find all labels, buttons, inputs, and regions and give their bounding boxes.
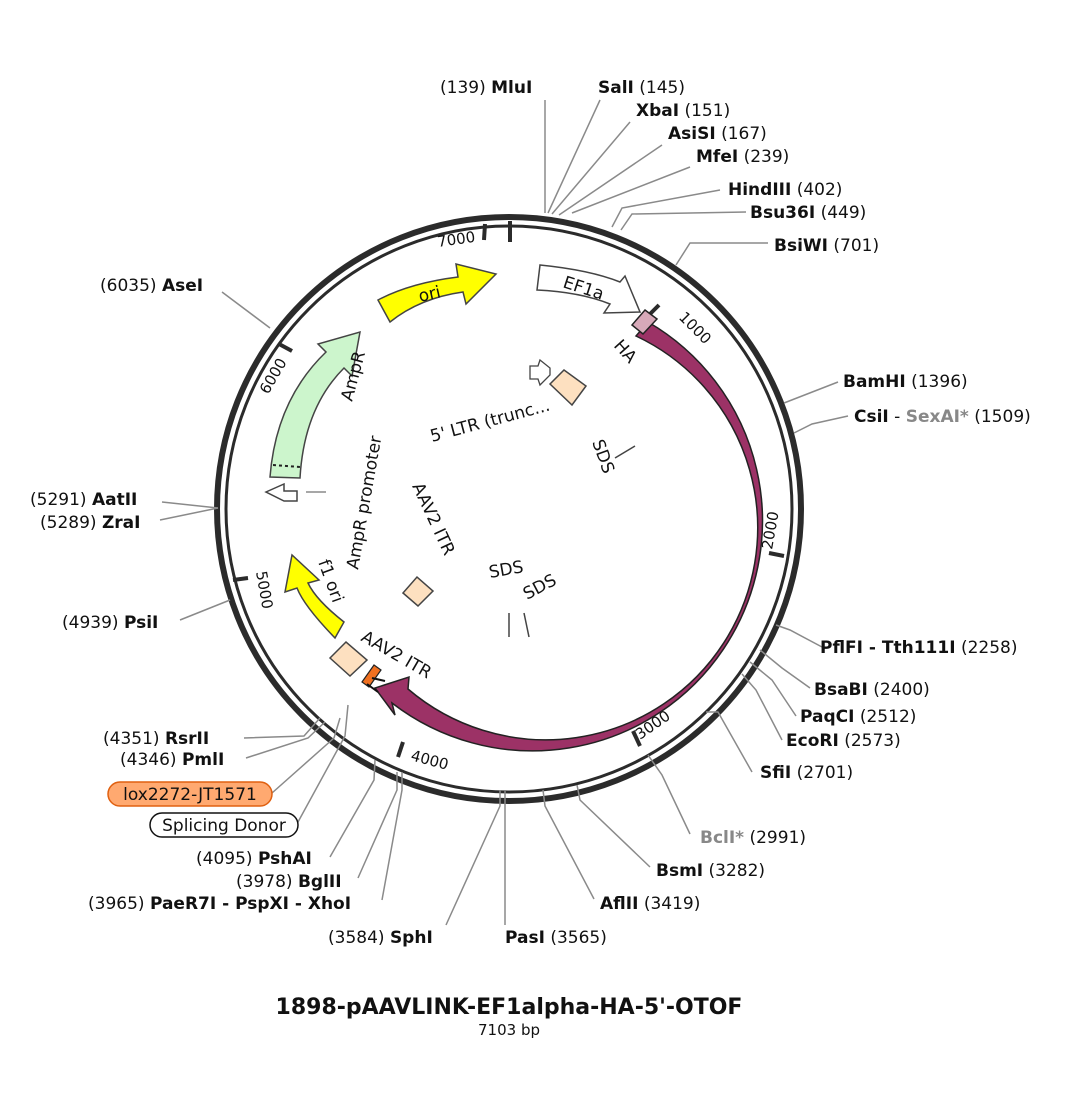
plasmid-title: 1898-pAAVLINK-EF1alpha-HA-5'-OTOF xyxy=(276,995,743,1020)
site-label-asisi[interactable]: AsiSI (167) xyxy=(668,124,767,144)
tick-marks xyxy=(232,221,785,758)
lox-feature[interactable] xyxy=(361,664,382,688)
sds-label-1: SDS xyxy=(587,437,618,476)
site-label-bcli[interactable]: BclI* (2991) xyxy=(700,828,806,848)
site-label-psii[interactable]: (4939) PsiI xyxy=(62,613,158,633)
sds-line-1 xyxy=(614,445,636,459)
site-label-xhoi[interactable]: (3965) PaeR7I - PspXI - XhoI xyxy=(88,894,351,914)
site-label-aatii[interactable]: (5291) AatII xyxy=(30,490,137,510)
sds-line-3 xyxy=(523,612,530,638)
site-label-csii[interactable]: CsiI - SexAI* (1509) xyxy=(854,407,1031,427)
site-leaders xyxy=(159,99,849,926)
sds-label-3: SDS xyxy=(520,570,560,604)
ha-feature[interactable] xyxy=(630,308,659,336)
ampr-dashed xyxy=(272,464,301,468)
site-label-pasi[interactable]: PasI (3565) xyxy=(505,928,607,948)
site-label-paqci[interactable]: PaqCI (2512) xyxy=(800,707,916,727)
ha-label: HA xyxy=(609,336,640,368)
ltr-label: 5' LTR (trunc... xyxy=(428,396,552,447)
aav2-itr-inner[interactable] xyxy=(401,575,435,608)
site-label-pflfi[interactable]: PflFI - Tth111I (2258) xyxy=(820,638,1017,658)
ampr-promoter-arrow[interactable] xyxy=(264,482,298,502)
tick-label-6000: 6000 xyxy=(256,355,291,397)
splicing-donor-label: Splicing Donor xyxy=(162,816,286,836)
splicing-tick xyxy=(366,683,379,693)
ltr-box[interactable] xyxy=(548,369,588,407)
ampr-feature-arrow[interactable] xyxy=(269,330,361,479)
backbone-outer xyxy=(214,214,804,804)
otof-feature-arrow[interactable] xyxy=(373,321,764,752)
site-label-sfii[interactable]: SfiI (2701) xyxy=(760,763,853,783)
ori-label: ori xyxy=(417,282,443,306)
site-label-aflii[interactable]: AflII (3419) xyxy=(600,894,700,914)
site-label-mfei[interactable]: MfeI (239) xyxy=(696,147,789,167)
site-label-pshai[interactable]: (4095) PshAI xyxy=(196,849,312,869)
ori-feature-arrow[interactable] xyxy=(376,262,498,324)
splicing-donor-box[interactable] xyxy=(149,812,299,838)
aav2-itr-outer[interactable] xyxy=(328,640,369,678)
site-label-ecori[interactable]: EcoRI (2573) xyxy=(786,731,901,751)
tick-label-7000: 7000 xyxy=(436,228,476,251)
site-label-sphi[interactable]: (3584) SphI xyxy=(328,928,433,948)
site-label-sali[interactable]: SalI (145) xyxy=(598,78,685,98)
site-label-pmli[interactable]: (4346) PmlI xyxy=(120,750,224,770)
aav2-itr-inner-label: AAV2 ITR xyxy=(407,480,458,559)
site-label-mlui[interactable]: (139) MluI xyxy=(440,78,532,98)
sds-label-2: SDS xyxy=(487,557,525,583)
backbone-inner xyxy=(224,224,794,794)
site-label-bsiwi[interactable]: BsiWI (701) xyxy=(774,236,879,256)
splicing-tick-2 xyxy=(371,677,386,682)
site-label-xbai[interactable]: XbaI (151) xyxy=(636,101,730,121)
site-label-rsrii[interactable]: (4351) RsrII xyxy=(103,729,209,749)
site-label-hindiii[interactable]: HindIII (402) xyxy=(728,180,842,200)
f1ori-feature-arrow[interactable] xyxy=(284,553,345,640)
tick-label-1000: 1000 xyxy=(675,308,715,348)
site-label-asei[interactable]: (6035) AseI xyxy=(100,276,203,296)
site-label-bsu36i[interactable]: Bsu36I (449) xyxy=(750,203,866,223)
plasmid-size: 7103 bp xyxy=(478,1021,540,1039)
lox-box-label: lox2272-JT1571 xyxy=(123,785,257,805)
ef1a-feature-arrow[interactable] xyxy=(536,264,642,314)
site-label-bsabi[interactable]: BsaBI (2400) xyxy=(814,680,930,700)
site-label-bsmi[interactable]: BsmI (3282) xyxy=(656,861,765,881)
site-label-zrai[interactable]: (5289) ZraI xyxy=(40,513,140,533)
site-label-bglii[interactable]: (3978) BglII xyxy=(236,872,342,892)
tick-label-4000: 4000 xyxy=(409,746,451,773)
tick-label-5000: 5000 xyxy=(252,570,276,611)
ltr-arrow[interactable] xyxy=(529,358,551,387)
otof-label: OTOF xyxy=(670,600,710,651)
site-label-bamhi[interactable]: BamHI (1396) xyxy=(843,372,968,392)
lox-box[interactable] xyxy=(107,781,273,807)
ampr-promoter-label: AmpR promoter xyxy=(343,434,386,571)
